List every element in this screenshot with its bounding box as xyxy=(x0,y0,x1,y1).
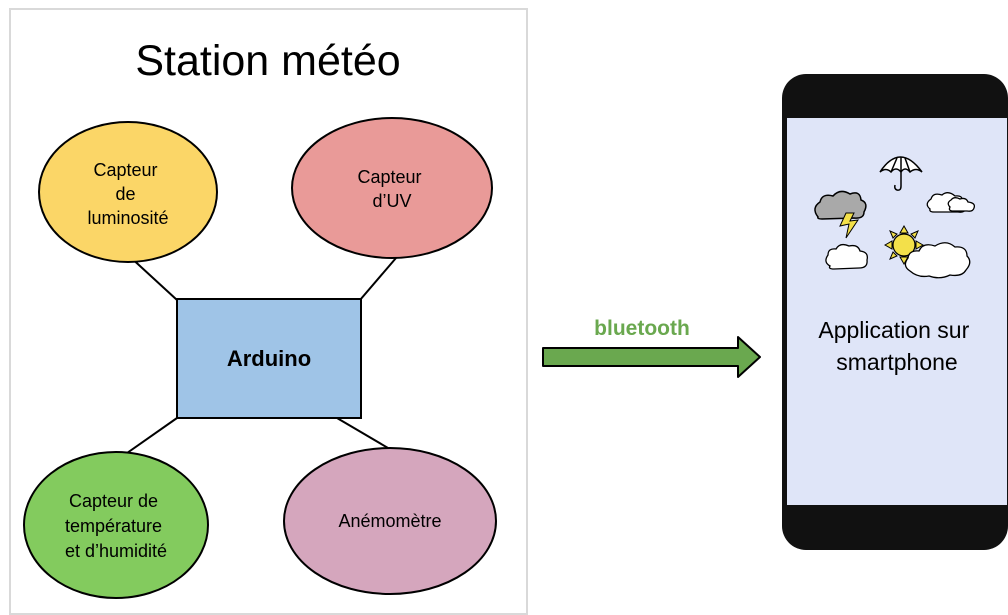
sensor-temperature-label: Capteur de température et d’humidité xyxy=(65,491,167,561)
sensor-luminosity: Capteur de luminosité xyxy=(38,121,218,263)
bluetooth-arrow xyxy=(542,336,761,378)
connector-temperature xyxy=(119,417,178,459)
sensor-anemometer-shape xyxy=(283,447,497,595)
sensor-uv-line-1: Capteur xyxy=(357,167,421,187)
sensor-temperature-line-1: Capteur de xyxy=(69,491,158,511)
station-title: Station météo xyxy=(135,37,400,85)
sensor-uv-shape xyxy=(291,117,493,259)
bluetooth-label: bluetooth xyxy=(594,317,690,340)
storm-cloud-icon xyxy=(814,190,867,239)
phone-app-label: Application sur smartphone xyxy=(818,317,975,375)
arduino-box xyxy=(176,298,362,419)
sensor-uv-line-2: d’UV xyxy=(372,191,411,211)
smartphone: Application sur smartphone xyxy=(782,74,1008,550)
sensor-luminosity-shape xyxy=(38,121,218,263)
sensor-temperature-line-3: et d’humidité xyxy=(65,541,167,561)
phone-app-line-1: Application sur xyxy=(818,317,969,343)
umbrella-icon xyxy=(879,156,923,191)
sun-cloud-icon xyxy=(883,224,971,279)
sensor-anemometer-label: Anémomètre xyxy=(338,511,441,531)
arduino-label: Arduino xyxy=(227,346,311,371)
sensor-luminosity-label: Capteur de luminosité xyxy=(87,160,168,228)
phone-screen xyxy=(787,118,1007,505)
sensor-luminosity-line-3: luminosité xyxy=(87,208,168,228)
sensor-luminosity-line-1: Capteur xyxy=(93,160,157,180)
connector-anemometer xyxy=(336,417,389,449)
sensor-anemometer: Anémomètre xyxy=(283,447,497,595)
phone-app-line-2: smartphone xyxy=(836,349,957,375)
sensor-temperature-line-2: température xyxy=(65,516,162,536)
cloud-icon xyxy=(926,192,976,213)
sensor-luminosity-line-2: de xyxy=(115,184,135,204)
sensor-uv: Capteur d’UV xyxy=(291,117,493,259)
sensor-uv-label: Capteur d’UV xyxy=(357,167,426,211)
small-cloud-icon xyxy=(825,243,868,270)
bluetooth-link: bluetooth xyxy=(542,317,761,378)
sensor-temperature-humidity: Capteur de température et d’humidité xyxy=(23,451,209,599)
arduino-hub: Arduino xyxy=(176,298,362,419)
sensor-temperature-shape xyxy=(23,451,209,599)
connector-uv xyxy=(359,257,397,301)
